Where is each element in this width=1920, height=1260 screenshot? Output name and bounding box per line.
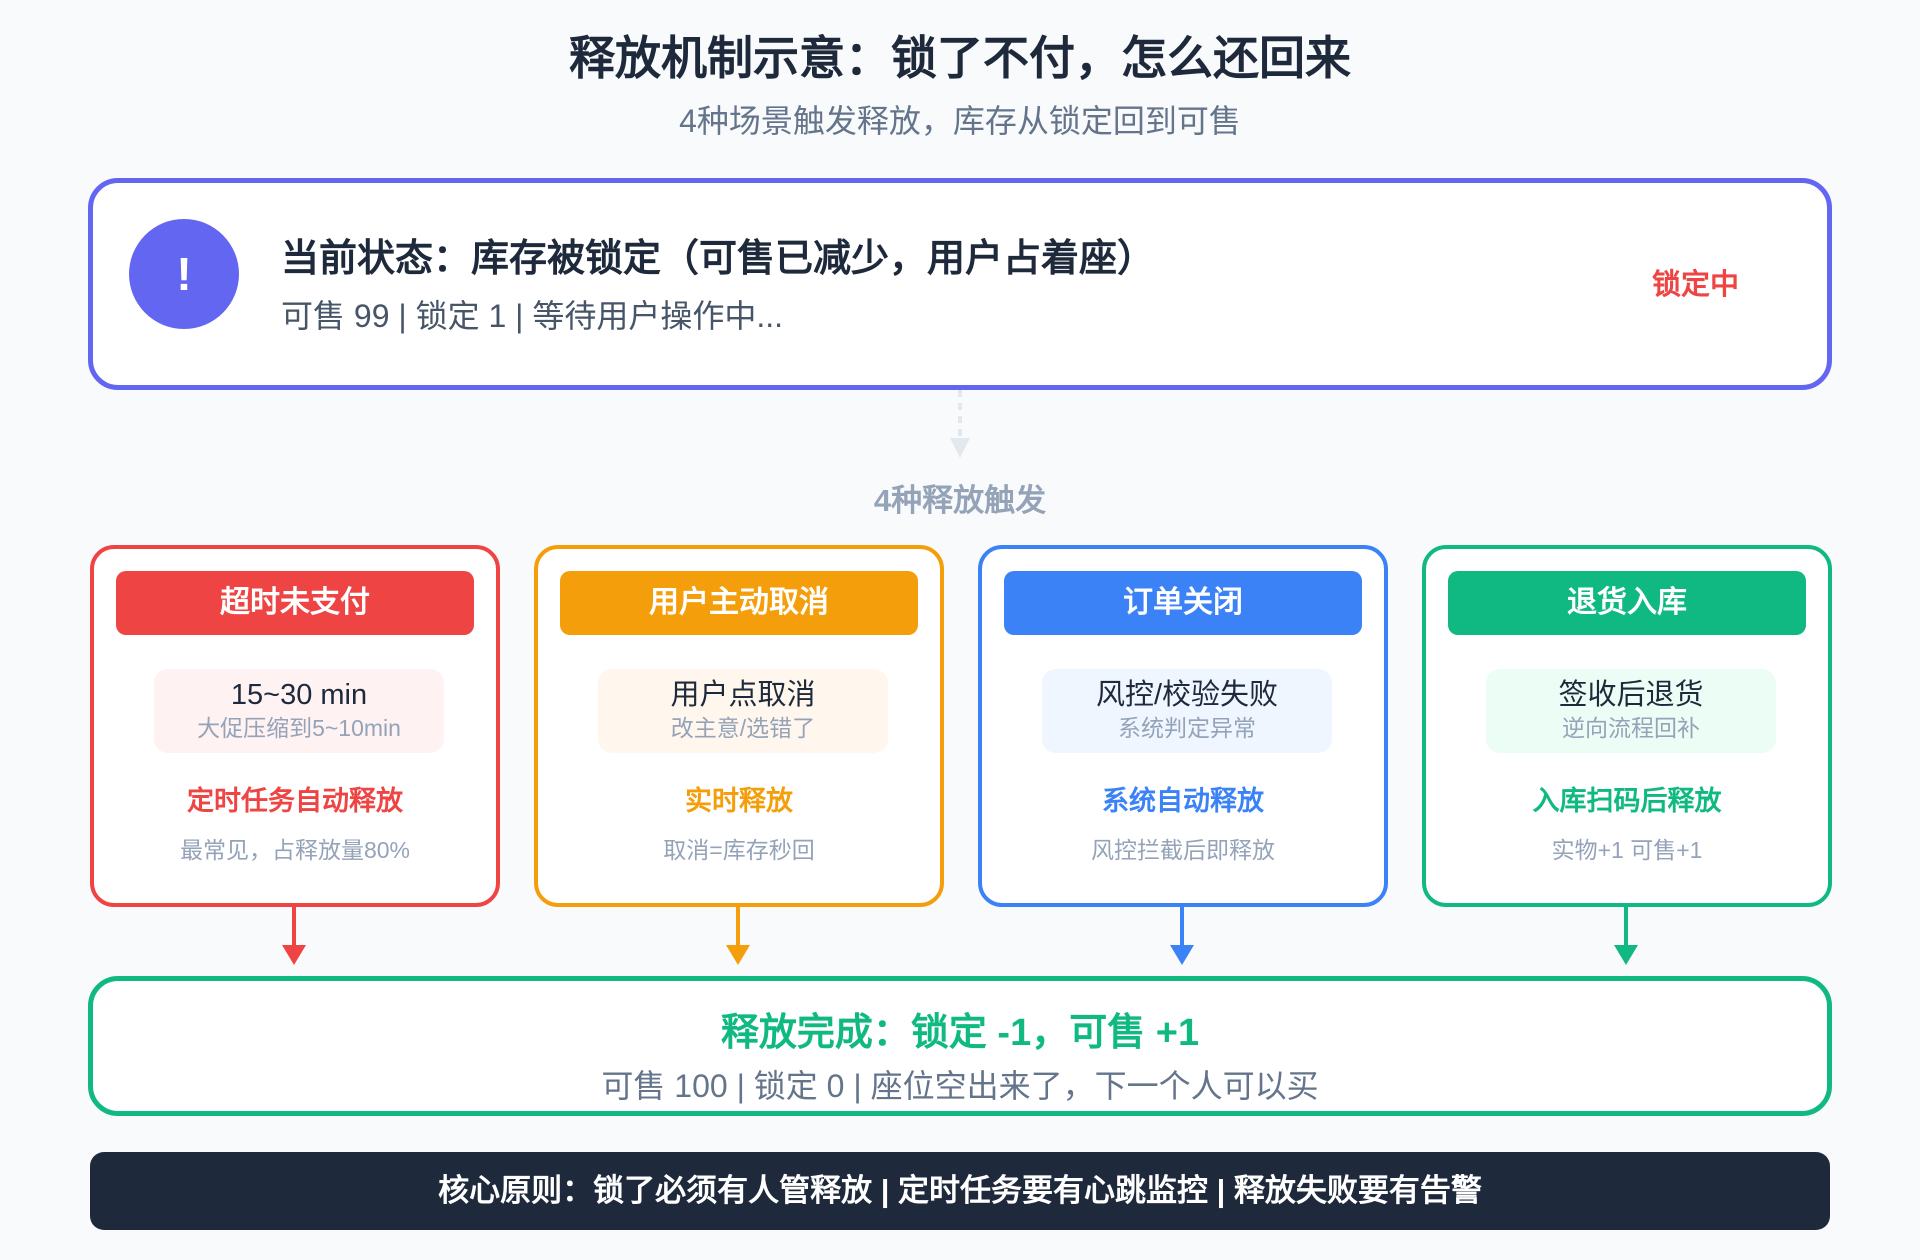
trigger-case-box: 风控/校验失败 系统判定异常 xyxy=(1042,669,1332,753)
down-arrow-icon xyxy=(1170,907,1194,965)
trigger-title: 订单关闭 xyxy=(1004,571,1362,635)
trigger-note: 取消=库存秒回 xyxy=(663,837,815,863)
down-arrow-icon xyxy=(282,907,306,965)
section-label: 4种释放触发 xyxy=(873,483,1047,518)
trigger-case-box: 用户点取消 改主意/选错了 xyxy=(598,669,888,753)
trigger-title: 用户主动取消 xyxy=(560,571,918,635)
trigger-action: 系统自动释放 xyxy=(1102,786,1264,816)
down-arrow-icon xyxy=(1614,907,1638,965)
alert-icon: ! xyxy=(129,219,239,329)
trigger-card-user-cancel: 用户主动取消 用户点取消 改主意/选错了 实时释放 取消=库存秒回 xyxy=(534,545,944,907)
trigger-card-timeout: 超时未支付 15~30 min 大促压缩到5~10min 定时任务自动释放 最常… xyxy=(90,545,500,907)
trigger-case-sub: 改主意/选错了 xyxy=(670,715,816,741)
trigger-case-main: 15~30 min xyxy=(230,679,368,711)
trigger-case-sub: 大促压缩到5~10min xyxy=(197,715,401,741)
status-badge: 锁定中 xyxy=(1651,269,1739,301)
state-detail: 可售 99 | 锁定 1 | 等待用户操作中... xyxy=(281,298,784,334)
trigger-card-order-closed: 订单关闭 风控/校验失败 系统判定异常 系统自动释放 风控拦截后即释放 xyxy=(978,545,1388,907)
trigger-note: 实物+1 可售+1 xyxy=(1551,837,1703,863)
dashed-down-arrow-icon xyxy=(950,390,970,458)
release-complete-box: 释放完成：锁定 -1，可售 +1 可售 100 | 锁定 0 | 座位空出来了，… xyxy=(88,976,1832,1116)
trigger-action: 实时释放 xyxy=(685,786,793,816)
trigger-case-box: 15~30 min 大促压缩到5~10min xyxy=(154,669,444,753)
core-principle-bar: 核心原则：锁了必须有人管释放 | 定时任务要有心跳监控 | 释放失败要有告警 xyxy=(90,1152,1830,1230)
trigger-action: 定时任务自动释放 xyxy=(187,786,403,816)
diagram-title: 释放机制示意：锁了不付，怎么还回来 xyxy=(569,32,1351,84)
trigger-case-main: 风控/校验失败 xyxy=(1095,679,1279,711)
trigger-title: 退货入库 xyxy=(1448,571,1806,635)
trigger-case-main: 用户点取消 xyxy=(670,679,816,711)
trigger-case-box: 签收后退货 逆向流程回补 xyxy=(1486,669,1776,753)
release-complete-heading: 释放完成：锁定 -1，可售 +1 xyxy=(720,1012,1200,1054)
diagram-subtitle: 4种场景触发释放，库存从锁定回到可售 xyxy=(679,103,1241,139)
trigger-note: 风控拦截后即释放 xyxy=(1091,837,1275,863)
state-heading: 当前状态：库存被锁定（可售已减少，用户占着座） xyxy=(281,238,1156,280)
trigger-action: 入库扫码后释放 xyxy=(1532,786,1722,816)
trigger-card-return-restock: 退货入库 签收后退货 逆向流程回补 入库扫码后释放 实物+1 可售+1 xyxy=(1422,545,1832,907)
trigger-case-sub: 系统判定异常 xyxy=(1118,715,1256,741)
locked-state-box: ! 当前状态：库存被锁定（可售已减少，用户占着座） 可售 99 | 锁定 1 |… xyxy=(88,178,1832,390)
trigger-case-sub: 逆向流程回补 xyxy=(1562,715,1700,741)
down-arrow-icon xyxy=(726,907,750,965)
trigger-case-main: 签收后退货 xyxy=(1558,679,1704,711)
release-complete-detail: 可售 100 | 锁定 0 | 座位空出来了，下一个人可以买 xyxy=(601,1068,1319,1104)
trigger-note: 最常见，占释放量80% xyxy=(179,837,411,863)
trigger-title: 超时未支付 xyxy=(116,571,474,635)
